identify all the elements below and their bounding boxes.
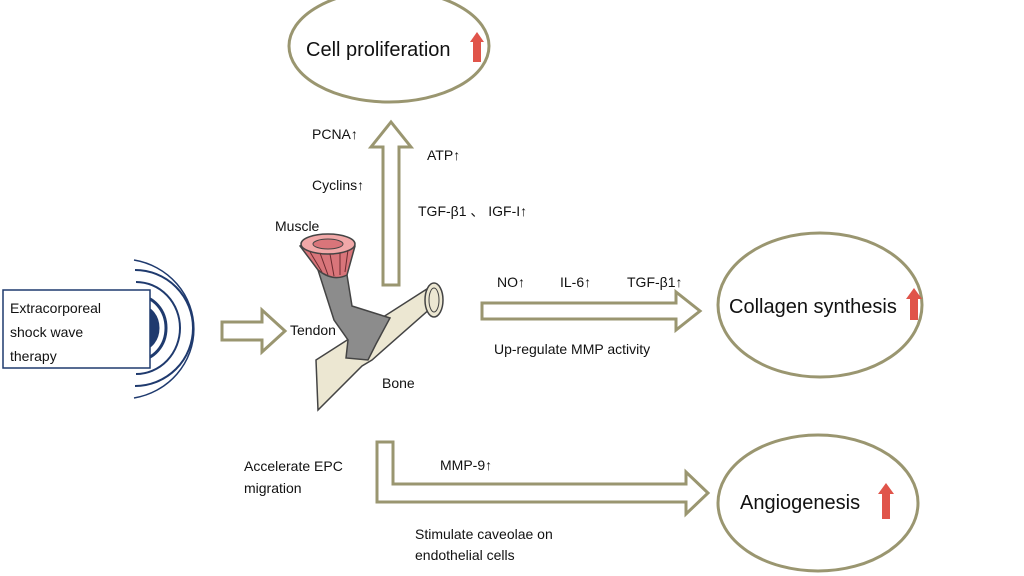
therapy-label-line-2: shock wave — [10, 324, 83, 340]
muscle-fibers — [309, 249, 349, 277]
bone-label: Bone — [382, 375, 415, 391]
cell-proliferation-ellipse — [287, 0, 491, 104]
muscle-top-inner — [312, 238, 344, 250]
pcna-label: PCNA↑ — [312, 126, 358, 142]
cyclins-label: Cyclins↑ — [312, 177, 364, 193]
tendon-shape — [316, 269, 392, 361]
arrow-to-angiogenesis — [375, 440, 711, 518]
il6-label: IL-6↑ — [560, 274, 591, 290]
tgf-label: TGF-β1↑ — [627, 274, 683, 290]
collagen-increase-arrow-icon — [906, 288, 922, 320]
tendon-anatomy-illustration — [298, 233, 444, 412]
angiogenesis-increase-arrow-icon — [878, 483, 894, 519]
epc-label-line-1: Accelerate EPC — [244, 458, 343, 474]
tendon-label: Tendon — [290, 322, 336, 338]
therapy-label-line-3: therapy — [10, 348, 57, 364]
arrow-therapy-to-tendon — [220, 306, 288, 356]
angiogenesis-label: Angiogenesis — [740, 492, 860, 514]
collagen-synthesis-ellipse — [716, 231, 924, 379]
mmp9-label: MMP-9↑ — [440, 457, 492, 473]
arrow-to-collagen-synthesis — [480, 288, 703, 334]
therapy-box — [2, 289, 151, 369]
atp-label: ATP↑ — [427, 147, 460, 163]
collagen-synthesis-label: Collagen synthesis — [729, 296, 897, 318]
no-label: NO↑ — [497, 274, 525, 290]
angiogenesis-ellipse — [716, 433, 920, 573]
cell-proliferation-label: Cell proliferation — [306, 39, 451, 61]
muscle-label: Muscle — [275, 218, 320, 234]
arrow-to-cell-proliferation — [367, 119, 415, 287]
caveolae-label-line-1: Stimulate caveolae on — [415, 526, 553, 542]
tgf-igf-label: TGF-β1 、 IGF-I↑ — [418, 203, 527, 219]
epc-label-line-2: migration — [244, 480, 302, 496]
mmp-activity-label: Up-regulate MMP activity — [494, 341, 650, 357]
bone-end-inner — [428, 287, 440, 313]
proliferation-increase-arrow-icon — [470, 32, 484, 62]
therapy-label-line-1: Extracorporeal — [10, 300, 101, 316]
caveolae-label-line-2: endothelial cells — [415, 547, 515, 563]
bone-end — [424, 282, 444, 318]
